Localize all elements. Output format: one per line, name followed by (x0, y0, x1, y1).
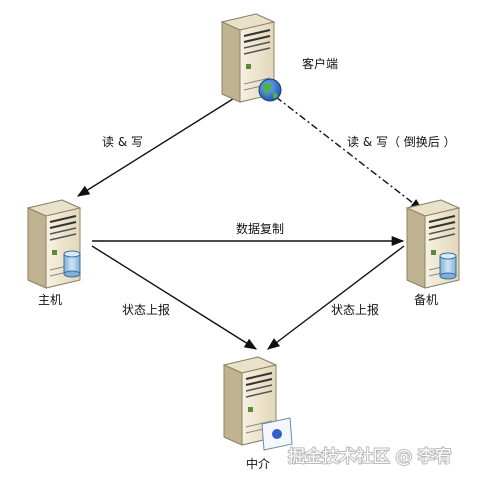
edge-backup-broker (266, 245, 405, 350)
edge-label-replication: 数据复制 (236, 221, 284, 236)
master-label: 主机 (38, 293, 62, 307)
database-icon (439, 252, 457, 280)
edge-label-client-backup: 读 & 写（ 倒换后 ） (347, 135, 456, 149)
client-label: 客户端 (302, 56, 338, 71)
edge-label-client-master: 读 & 写 (102, 135, 143, 149)
edge-client-backup (275, 96, 423, 211)
edge-master-broker (91, 245, 258, 350)
backup-label: 备机 (414, 293, 438, 307)
document-icon (261, 417, 293, 451)
database-icon (63, 250, 81, 278)
edge-label-backup-report: 状态上报 (331, 302, 379, 317)
watermark: 掘金技术社区 @ 李宥 (288, 447, 452, 467)
edge-client-master (76, 96, 237, 197)
globe-icon (258, 78, 282, 102)
broker-label: 中介 (246, 456, 270, 471)
edge-label-master-report: 状态上报 (122, 302, 170, 317)
